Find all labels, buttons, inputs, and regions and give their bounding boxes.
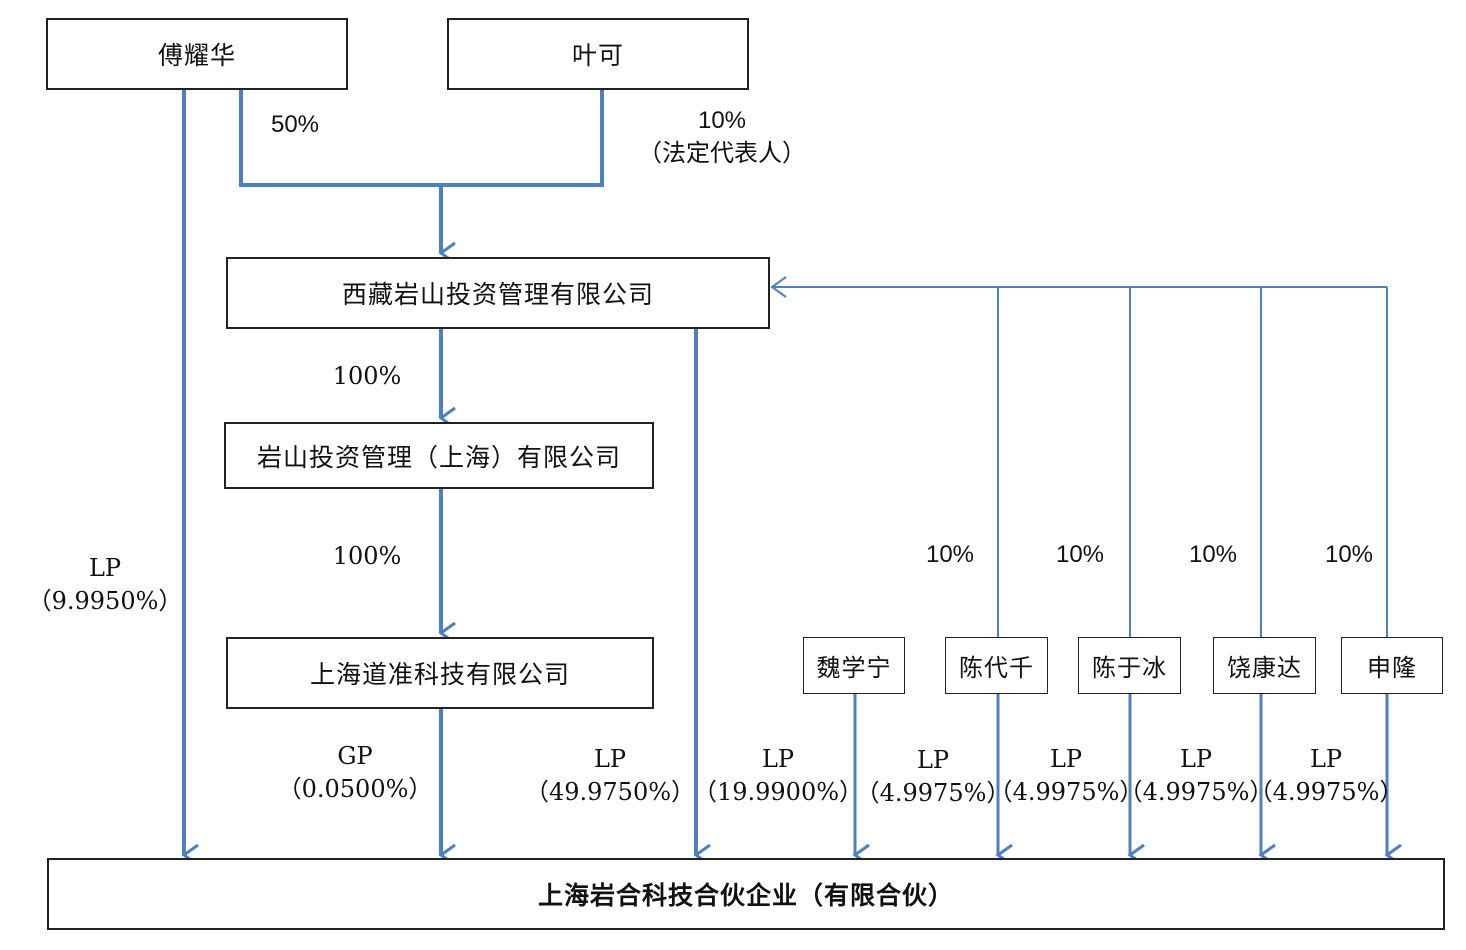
label-shen-lp-pct: （4.9975%） <box>1248 778 1404 806</box>
label-ye-share: 10% <box>697 107 747 134</box>
label-wei-lp-pct: （19.9900%） <box>692 778 864 806</box>
label-tibet-lp-pct: （49.9750%） <box>524 778 696 806</box>
label-sh-to-daozhun: 100% <box>332 542 402 570</box>
label-chen-dq-share: 10% <box>925 541 975 568</box>
node-wei-xuening: 魏学宁 <box>803 637 905 694</box>
label-tibet-lp-type: LP <box>593 745 627 773</box>
label-tibet-to-sh: 100% <box>332 362 402 390</box>
node-ye-ke: 叶可 <box>447 18 749 90</box>
node-shen-long: 申隆 <box>1341 637 1443 694</box>
label-rao-share: 10% <box>1188 541 1238 568</box>
label-fu-lp-pct: （9.9950%） <box>27 587 183 615</box>
node-chen-daiqian: 陈代千 <box>945 637 1048 694</box>
label-chen-yb-lp-type: LP <box>1049 745 1083 773</box>
node-daozhun: 上海道准科技有限公司 <box>226 637 654 709</box>
node-fu-yaohua: 傅耀华 <box>46 18 348 90</box>
label-chen-yb-lp: LP （4.9975%） <box>989 743 1144 809</box>
label-shen-lp: LP （4.9975%） <box>1249 743 1404 809</box>
label-gp-pct: （0.0500%） <box>277 775 433 803</box>
label-tibet-lp: LP （49.9750%） <box>520 743 700 809</box>
label-chen-yb-lp-pct: （4.9975%） <box>988 778 1144 806</box>
node-rao-kangda: 饶康达 <box>1213 637 1316 694</box>
label-wei-lp-type: LP <box>761 745 795 773</box>
label-ye-role: （法定代表人） <box>638 139 806 167</box>
line-fu-share <box>239 90 604 187</box>
label-fu-lp-type: LP <box>88 554 122 582</box>
node-target: 上海岩合科技合伙企业（有限合伙） <box>47 858 1445 930</box>
label-rao-lp-type: LP <box>1179 745 1213 773</box>
node-chen-yubing: 陈于冰 <box>1078 637 1181 694</box>
label-wei-lp: LP （19.9900%） <box>693 743 863 809</box>
label-chen-dq-lp-type: LP <box>916 746 950 774</box>
label-shen-share: 10% <box>1324 541 1374 568</box>
label-chen-dq-lp-pct: （4.9975%） <box>855 779 1011 807</box>
label-gp-type: GP <box>337 742 373 770</box>
label-chen-yb-share: 10% <box>1055 541 1105 568</box>
label-chen-dq-lp: LP （4.9975%） <box>856 744 1011 810</box>
label-rao-lp: LP （4.9975%） <box>1119 743 1274 809</box>
label-fu-lp: LP （9.9950%） <box>20 552 190 618</box>
label-rao-lp-pct: （4.9975%） <box>1118 778 1274 806</box>
label-ye-share-group: 10% （法定代表人） <box>622 104 822 170</box>
node-tibet-yanshan: 西藏岩山投资管理有限公司 <box>226 257 770 329</box>
node-yanshan-shanghai: 岩山投资管理（上海）有限公司 <box>224 422 654 489</box>
label-shen-lp-type: LP <box>1309 745 1343 773</box>
label-gp: GP （0.0500%） <box>270 740 440 806</box>
label-fu-share: 50% <box>270 111 320 138</box>
